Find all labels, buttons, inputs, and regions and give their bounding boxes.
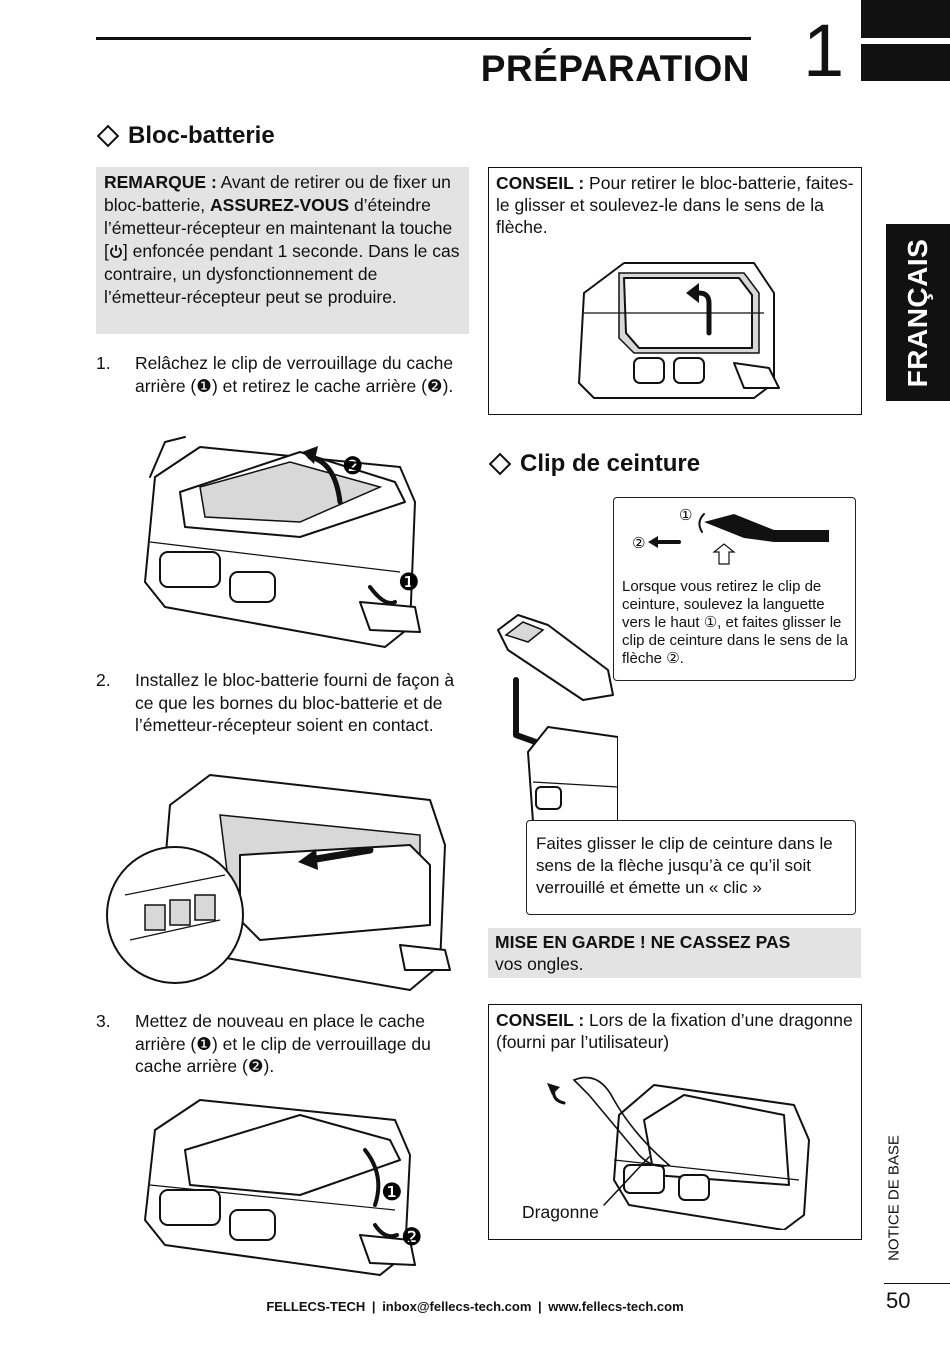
strap-illustration xyxy=(547,1076,810,1230)
footer-separator: | xyxy=(371,1299,376,1314)
battery-heading-text: Bloc-batterie xyxy=(128,122,275,149)
diamond-outline-icon xyxy=(488,452,512,476)
figure-1-mark-1: ❶ xyxy=(398,568,420,596)
strap-tip-label: CONSEIL : xyxy=(496,1010,585,1030)
step-1-mark-a: ❶ xyxy=(196,375,212,396)
figure-3-mark-2: ❷ xyxy=(401,1223,423,1251)
chapter-number: 1 xyxy=(803,9,845,92)
strap-tip-text: Lors de la fixation d’une dragonne (four… xyxy=(496,1010,853,1052)
notice-de-base-text: NOTICE DE BASE xyxy=(885,1134,903,1261)
caution-box: MISE EN GARDE ! NE CASSEZ PAS vos ongles… xyxy=(488,928,861,978)
step-3-text: Mettez de nouveau en place le cache arri… xyxy=(135,1010,465,1078)
step-1-text: Relâchez le clip de verrouillage du cach… xyxy=(135,352,465,397)
header-bar-bottom xyxy=(861,44,950,81)
battery-heading: Bloc-batterie xyxy=(96,122,275,150)
battery-removal-illustration xyxy=(578,262,780,399)
remove-cover-illustration: ❷ ❶ xyxy=(144,436,421,648)
caution-label: MISE EN GARDE ! NE CASSEZ PAS xyxy=(495,932,791,952)
header-rule xyxy=(96,37,751,40)
step-3-text-b: ) et le clip de verrouillage du cache ar… xyxy=(135,1033,431,1077)
strap-label: Dragonne xyxy=(522,1202,599,1222)
step-2-number: 2. xyxy=(96,670,111,690)
remark-box: REMARQUE : Avant de retirer ou de fixer … xyxy=(96,167,469,334)
footer-email[interactable]: inbox@fellecs-tech.com xyxy=(382,1299,532,1314)
battery-tip-text: Pour retirer le bloc-batterie, faites-le… xyxy=(496,173,854,237)
belt-clip-heading: Clip de ceinture xyxy=(488,450,700,478)
remark-text-2: d’éteindre l’émetteur-récepteur en maint… xyxy=(104,195,453,261)
step-3-mark-a: ❶ xyxy=(196,1033,212,1054)
belt-clip-attach-callout: Faites glisser le clip de ceinture dans … xyxy=(526,820,856,915)
notice-de-base-label: NOTICE DE BASE xyxy=(884,1130,904,1265)
battery-tip-box: CONSEIL : Pour retirer le bloc-batterie,… xyxy=(488,167,862,415)
step-3-mark-b: ❷ xyxy=(247,1056,264,1076)
battery-tip-label: CONSEIL : xyxy=(496,173,585,193)
tab-lift-diagram: ① ② xyxy=(632,506,829,565)
strap-tip-box: CONSEIL : Lors de la fixation d’une drag… xyxy=(488,1004,862,1240)
page-number-rule xyxy=(884,1283,950,1284)
language-tab-label: FRANÇAIS xyxy=(902,238,933,387)
remark-label: REMARQUE : xyxy=(104,172,217,192)
language-tab: FRANÇAIS xyxy=(886,224,950,401)
header-bar-top xyxy=(861,0,950,38)
remark-text-1: Avant de retirer ou de fixer un bloc-bat… xyxy=(104,172,451,215)
install-battery-illustration xyxy=(106,774,451,991)
step-1-number: 1. xyxy=(96,353,111,373)
step-1-text-b: ) et retirez le cache arrière ( xyxy=(211,375,427,396)
footer-separator: | xyxy=(538,1299,542,1314)
footer-company: FELLECS-TECH xyxy=(266,1299,366,1314)
remark-emphasis: ASSUREZ-VOUS xyxy=(210,195,350,215)
replace-cover-illustration: ❶ ❷ xyxy=(144,1099,423,1276)
diamond-outline-icon xyxy=(96,124,120,148)
step-1-text-a: Relâchez le clip de verrouillage du cach… xyxy=(135,353,454,396)
belt-clip-heading-text: Clip de ceinture xyxy=(520,450,701,477)
page-number: 50 xyxy=(886,1288,911,1313)
remark-text-3: ] enfoncée pendant 1 seconde. Dans le ca… xyxy=(104,241,460,307)
footer-website[interactable]: www.fellecs-tech.com xyxy=(548,1299,684,1314)
step-1-text-c: ). xyxy=(442,375,454,396)
caution-text: vos ongles. xyxy=(495,954,584,974)
step-3-text-a: Mettez de nouveau en place le cache arri… xyxy=(135,1011,425,1054)
belt-clip-remove-text: Lorsque vous retirez le clip de ceinture… xyxy=(622,578,848,667)
figure-1-mark-2: ❷ xyxy=(342,452,364,480)
step-1-mark-b: ❷ xyxy=(426,375,443,396)
radio-back-illustration xyxy=(527,726,618,822)
remove-mark-2: ② xyxy=(632,534,645,552)
belt-clip-remove-callout: ① ② Lorsque vous retirez le clip de cein… xyxy=(613,497,856,681)
figure-3-mark-1: ❶ xyxy=(381,1178,403,1206)
power-icon xyxy=(110,245,122,258)
chapter-title: PRÉPARATION xyxy=(480,48,750,89)
step-2-text: Installez le bloc-batterie fourni de faç… xyxy=(135,670,455,735)
footer: FELLECS-TECH | inbox@fellecs-tech.com | … xyxy=(0,1299,950,1314)
step-3-number: 3. xyxy=(96,1011,111,1031)
step-3-text-c: ). xyxy=(263,1056,275,1076)
remove-mark-1: ① xyxy=(679,506,692,524)
